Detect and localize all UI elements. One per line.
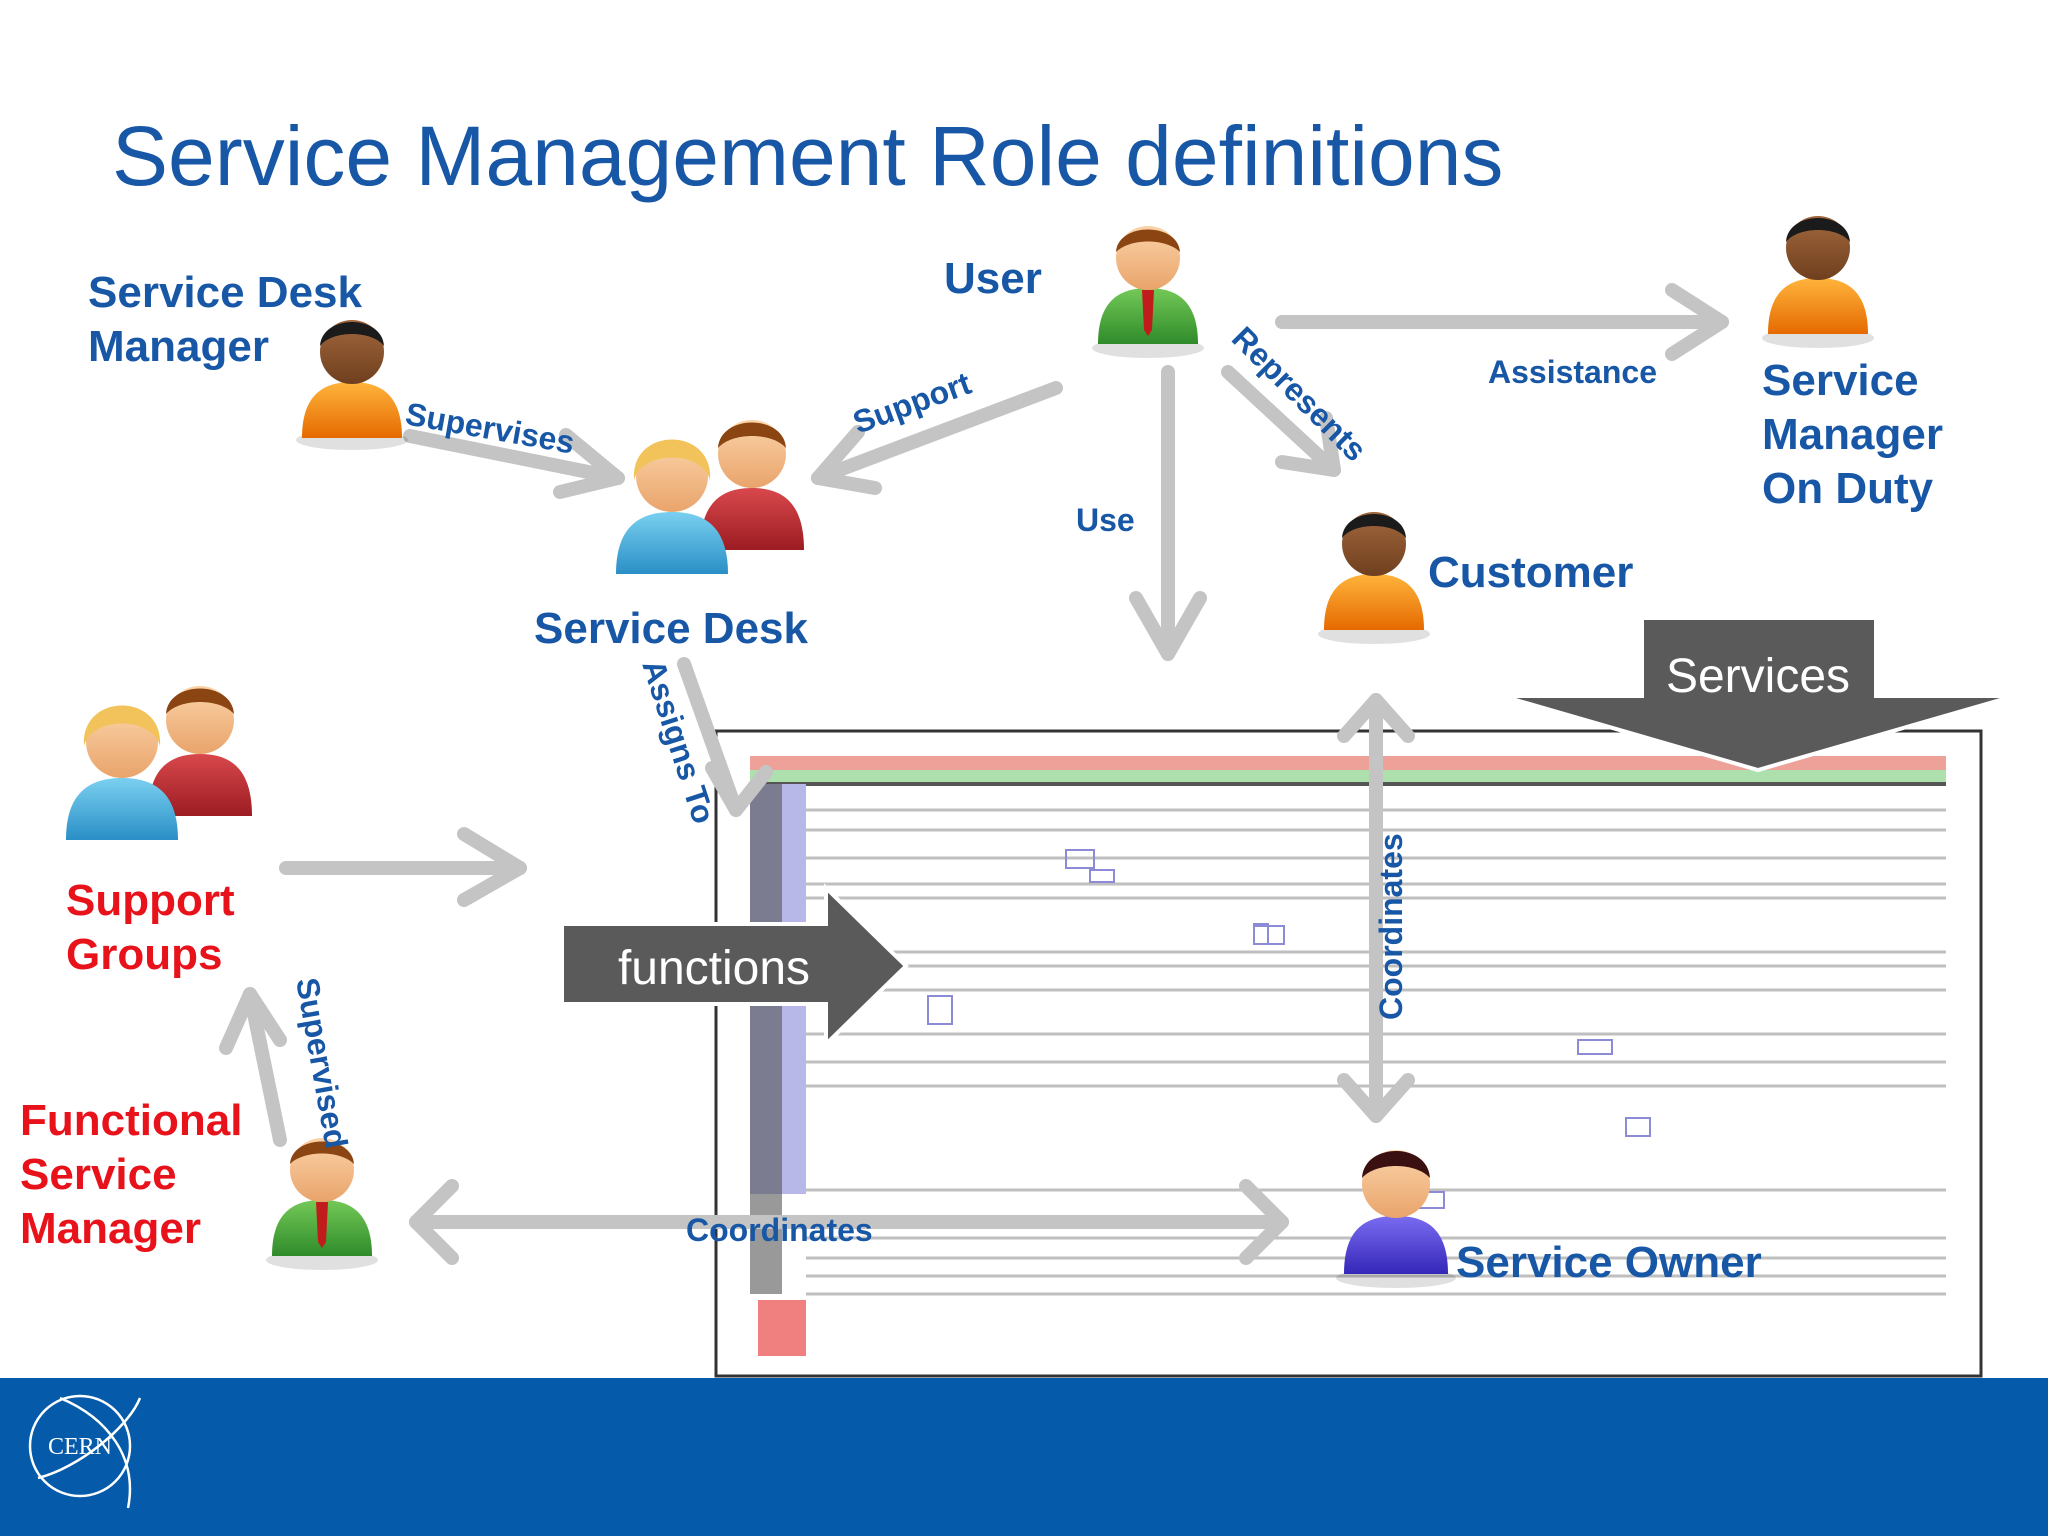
service-owner-avatar (1336, 1150, 1456, 1288)
fsm-line-1: Functional (20, 1096, 243, 1145)
fsm-line-2: Service (20, 1150, 177, 1199)
functions-callout: functions (560, 883, 909, 1049)
functional-service-manager-label: Functional Service Manager (20, 1094, 242, 1256)
service-desk-manager-line-1: Service Desk (88, 268, 362, 317)
cern-logo-ring-icon (28, 1394, 132, 1498)
support-groups-avatar (66, 686, 252, 840)
service-desk-manager-avatar (296, 320, 408, 450)
coordinates-horizontal-arrow (409, 1179, 1289, 1265)
assistance-arrow (1275, 283, 1729, 361)
service-desk-manager-line-2: Manager (88, 322, 269, 371)
footer-band: CERN (0, 1378, 2048, 1536)
page-title: Service Management Role definitions (112, 109, 1504, 203)
services-label: Services (1666, 650, 1850, 703)
service-owner-label: Service Owner (1456, 1238, 1762, 1287)
service-desk-label: Service Desk (534, 604, 808, 653)
coordinates-horizontal-label: Coordinates (686, 1212, 873, 1248)
smod-line-1: Service (1762, 356, 1919, 405)
assistance-label: Assistance (1488, 354, 1657, 390)
support-groups-label: Support Groups (66, 874, 235, 982)
fsm-line-3: Manager (20, 1204, 201, 1253)
assigns-to-arrow (677, 657, 773, 817)
support-arrow (811, 381, 1063, 495)
functional-service-manager-avatar (266, 1138, 378, 1270)
supervised-label: Supervised (289, 975, 354, 1151)
smod-line-2: Manager (1762, 410, 1943, 459)
service-manager-on-duty-label: Service Manager On Duty (1762, 354, 1943, 516)
service-manager-on-duty-avatar (1762, 216, 1874, 348)
user-label: User (944, 254, 1042, 303)
represents-arrow (1221, 365, 1341, 477)
coordinates-vertical-label: Coordinates (1373, 833, 1409, 1020)
use-arrow (1129, 365, 1207, 661)
service-desk-avatar (616, 420, 804, 574)
support-groups-line-2: Groups (66, 930, 223, 979)
coordinates-vertical-arrow (1337, 693, 1415, 1123)
customer-avatar (1318, 512, 1430, 644)
cern-logo-text: CERN (48, 1434, 112, 1460)
functions-label: functions (618, 942, 810, 995)
role-diagram: Services functions (66, 216, 2015, 1378)
smod-line-3: On Duty (1762, 464, 1934, 513)
support-groups-to-functions-arrow (279, 827, 527, 907)
customer-label: Customer (1428, 548, 1634, 597)
supervised-arrow (219, 987, 287, 1147)
support-groups-line-1: Support (66, 876, 235, 925)
service-desk-manager-label: Service Desk Manager (88, 266, 362, 374)
cern-logo: CERN (28, 1394, 142, 1509)
supervises-arrow (403, 428, 625, 499)
services-callout: Services (1501, 616, 2015, 773)
user-avatar (1092, 226, 1204, 358)
use-label: Use (1076, 502, 1135, 538)
